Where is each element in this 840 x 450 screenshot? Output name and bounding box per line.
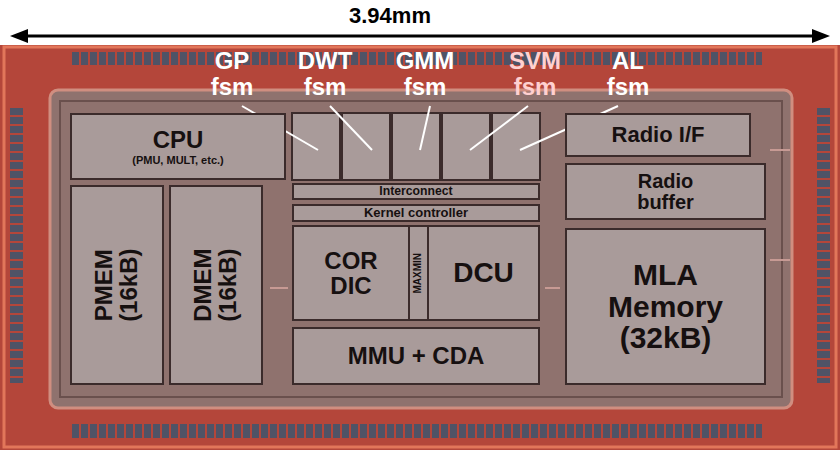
- block-label: (PMU, MULT, etc.): [132, 155, 223, 167]
- leader-line: [470, 106, 528, 150]
- die-edge: [4, 47, 836, 447]
- fsm-block: [292, 113, 340, 180]
- die-substrate: [0, 45, 840, 450]
- dimension-line: [24, 35, 816, 38]
- cpu-block: CPU (PMU, MULT, etc.): [70, 113, 286, 180]
- pad-column: [10, 108, 23, 383]
- memory-block: DMEM (16kB): [169, 185, 263, 385]
- radio-block: Radio I/F: [565, 113, 751, 157]
- buffer-block: Radio buffer: [565, 163, 766, 220]
- logic-block: COR DIC: [292, 225, 410, 321]
- block-label: Interconnect: [379, 185, 452, 198]
- logic-block: MAXMIN: [408, 225, 429, 321]
- bus-block: Interconnect: [292, 183, 540, 200]
- fsm-label: GP fsm: [211, 48, 254, 100]
- leader-line: [330, 106, 372, 150]
- block-label: Radio I/F: [612, 123, 705, 146]
- metal-trace: [770, 259, 790, 261]
- dimension-label: 3.94mm: [345, 4, 435, 28]
- block-label: PMEM (16kB): [92, 248, 142, 321]
- fsm-label: DWT fsm: [298, 48, 353, 100]
- pad-column: [817, 108, 830, 383]
- metal-trace: [545, 287, 560, 289]
- block-label: MMU + CDA: [348, 343, 485, 368]
- fsm-label: GMM fsm: [396, 48, 455, 100]
- arrow-head: [812, 29, 830, 43]
- block-label: Radio buffer: [637, 171, 694, 213]
- fsm-block: [392, 113, 440, 180]
- fsm-label: AL fsm: [607, 48, 650, 100]
- logic-block: MMU + CDA: [292, 327, 540, 385]
- pad-row: [72, 424, 762, 438]
- memory-block: PMEM (16kB): [70, 185, 164, 385]
- memory-block: MLA Memory (32kB): [565, 228, 766, 385]
- logic-block: DCU: [427, 225, 540, 321]
- block-label: Kernel controller: [364, 206, 468, 220]
- leader-line: [420, 106, 430, 150]
- fsm-block: [442, 113, 490, 180]
- block-label: MAXMIN: [413, 253, 424, 294]
- block-label: COR DIC: [324, 248, 377, 298]
- core-ring: [50, 90, 792, 408]
- controller-block: Kernel controller: [292, 204, 540, 222]
- block-label: CPU: [153, 127, 204, 152]
- block-label: DMEM (16kB): [191, 248, 241, 321]
- block-label: DCU: [453, 258, 514, 287]
- metal-trace: [770, 149, 790, 151]
- fsm-label: SVM fsm: [509, 48, 561, 100]
- fsm-block: [492, 113, 540, 180]
- block-label: MLA Memory (32kB): [608, 259, 723, 354]
- fsm-block: [342, 113, 390, 180]
- metal-trace: [270, 287, 288, 289]
- core-frame: [60, 101, 782, 397]
- arrow-head: [10, 29, 28, 43]
